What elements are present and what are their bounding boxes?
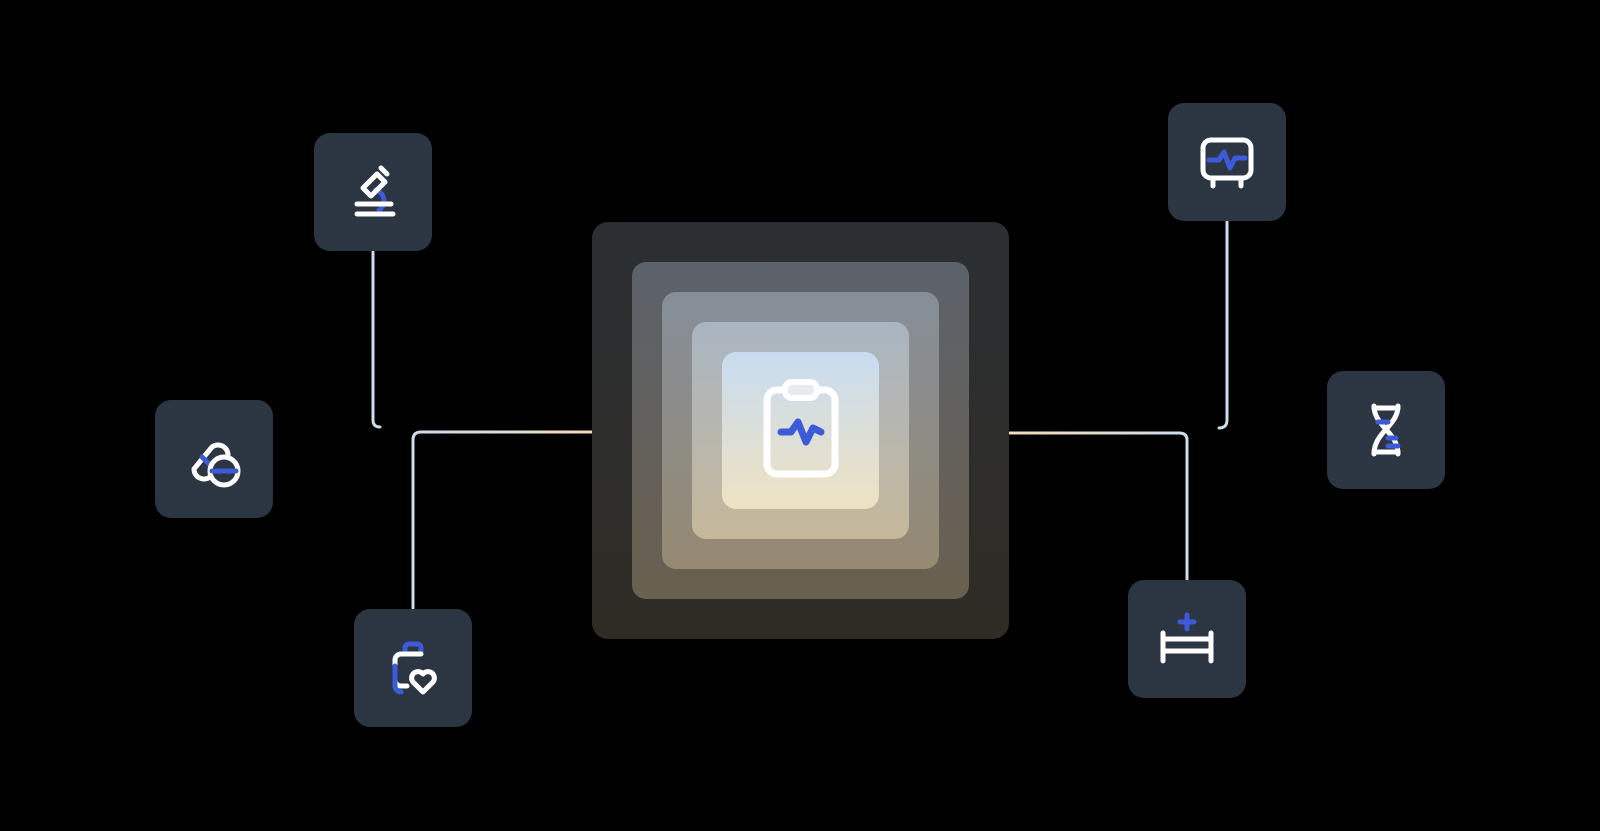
node-medical-bag[interactable] <box>354 609 472 727</box>
clipboard-pulse-icon <box>763 378 838 477</box>
node-microscope[interactable] <box>314 133 432 251</box>
hub-core <box>722 352 879 509</box>
node-pills[interactable] <box>155 400 273 518</box>
pills-icon <box>191 442 241 488</box>
node-heart-monitor[interactable] <box>1168 103 1286 221</box>
heart-monitor-icon <box>1200 137 1254 189</box>
hospital-bed-icon <box>1160 612 1214 664</box>
microscope-icon <box>354 165 396 217</box>
node-hospital-bed[interactable] <box>1128 580 1246 698</box>
connector-microscope <box>371 250 382 429</box>
connector-hospital-bed <box>1007 431 1189 582</box>
connector-medical-bag <box>411 430 594 610</box>
connector-heart-monitor <box>1217 220 1229 430</box>
dna-icon <box>1371 403 1401 457</box>
node-dna[interactable] <box>1327 371 1445 489</box>
central-hub[interactable] <box>592 222 1009 639</box>
medical-bag-heart-icon <box>392 641 437 695</box>
